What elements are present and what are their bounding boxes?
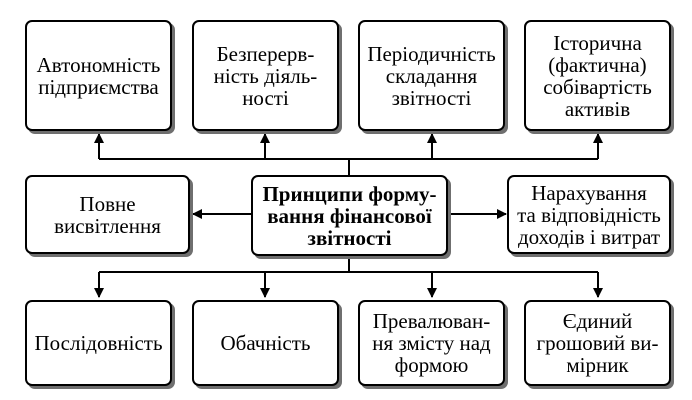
principle-label: Єдиний грошовий ви- мірник xyxy=(536,309,659,377)
principle-label: Послідовність xyxy=(34,331,163,355)
principle-label: Історична (фактична) собівартість активі… xyxy=(543,30,652,121)
principle-box-autonomy: Автономність підприємства xyxy=(25,20,172,131)
principle-box-full-disclosure: Повне висвітлення xyxy=(25,175,190,254)
principle-box-prudence: Обачність xyxy=(192,300,339,386)
principle-label: Нарахування та відповідність доходів і в… xyxy=(517,180,661,249)
principle-box-going-concern: Безперерв- ність діяль- ності xyxy=(192,20,339,131)
principle-box-periodicity: Періодичність складання звітності xyxy=(358,20,505,131)
principle-label: Повне висвітлення xyxy=(54,191,161,238)
principle-label: Превалюван- ня змісту над формою xyxy=(372,309,491,377)
central-principles-box: Принципи форму- вання фінансової звітнос… xyxy=(251,175,448,256)
principle-box-monetary-unit: Єдиний грошовий ви- мірник xyxy=(524,300,671,386)
principle-box-accrual-matching: Нарахування та відповідність доходів і в… xyxy=(507,175,671,254)
principle-label: Періодичність складання звітності xyxy=(367,41,496,110)
principle-label: Автономність підприємства xyxy=(36,52,161,99)
principle-label: Безперерв- ність діяль- ності xyxy=(213,41,318,110)
principle-box-substance-over-form: Превалюван- ня змісту над формою xyxy=(358,300,505,386)
central-title: Принципи форму- вання фінансової звітнос… xyxy=(262,181,437,250)
principle-box-consistency: Послідовність xyxy=(25,300,172,386)
principle-box-historical-cost: Історична (фактична) собівартість активі… xyxy=(524,20,671,131)
principle-label: Обачність xyxy=(220,331,311,355)
